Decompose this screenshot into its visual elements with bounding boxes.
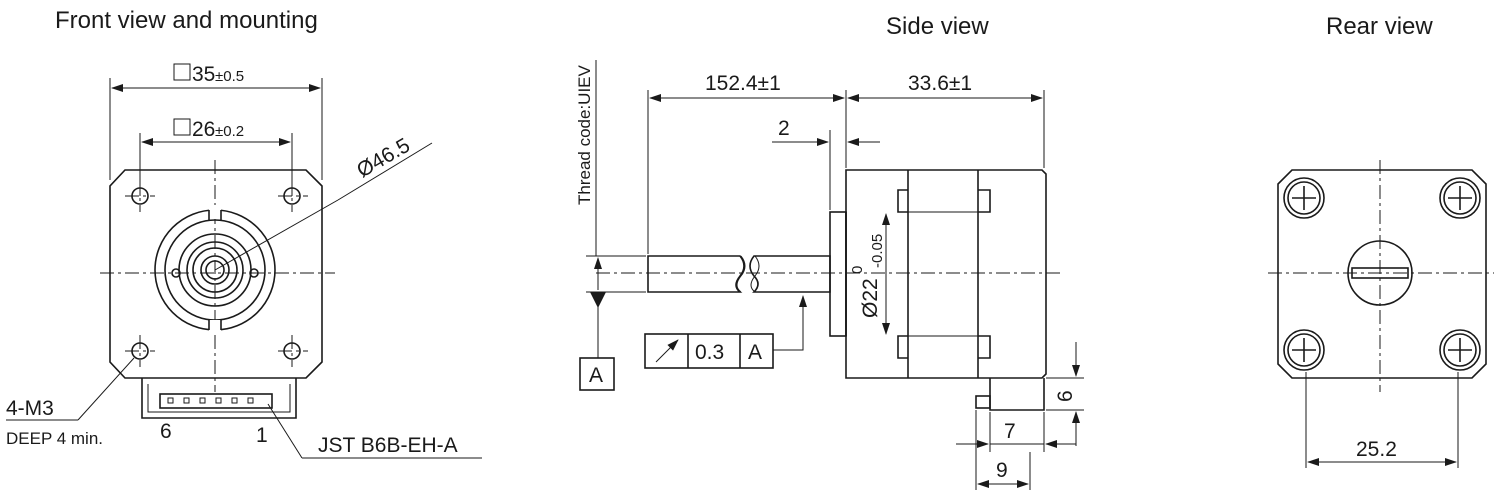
rear-screw-icon xyxy=(1439,177,1481,219)
front-view: Front view and mounting 35 ±0.5 26 ±0.2 xyxy=(6,7,482,459)
thread-code: Thread code:UIEV xyxy=(575,64,594,205)
bearing-inner xyxy=(192,247,238,293)
pin-left-label: 6 xyxy=(160,420,172,443)
rear-body-outline xyxy=(1277,169,1487,379)
shaft-outer xyxy=(200,255,230,285)
dim-screw-length: 152.4±1 xyxy=(705,72,781,95)
dim-body-length: 33.6±1 xyxy=(908,72,972,95)
bearing-middle xyxy=(186,241,244,299)
runout-arrow-icon xyxy=(655,339,679,363)
connector-housing xyxy=(141,378,297,419)
hole-label-2: DEEP 4 min. xyxy=(6,429,103,448)
rear-screw-icon xyxy=(1283,329,1325,371)
bearing-screw-icon xyxy=(171,268,181,278)
mounting-hole-icon xyxy=(283,187,301,205)
dim-inner-value: 26 xyxy=(192,118,215,141)
dim-connector-height: 6 xyxy=(1054,390,1077,402)
rear-shaft xyxy=(1347,240,1413,306)
dim-outer-tol: ±0.5 xyxy=(215,68,244,85)
rear-view: Rear view 25.2 xyxy=(1268,13,1494,468)
side-connector-latch xyxy=(975,395,991,409)
hole-label-1: 4-M3 xyxy=(6,397,54,420)
dim-pilot-tol-upper: 0 xyxy=(849,266,866,274)
bolt-circle-leader xyxy=(214,199,339,271)
connector-pins xyxy=(167,397,254,404)
rear-shaft-slot xyxy=(1351,267,1409,279)
tolerance-datum: A xyxy=(748,341,762,364)
datum-label: A xyxy=(589,364,603,387)
rear-screw-icon xyxy=(1439,329,1481,371)
datum-box xyxy=(579,357,615,391)
dim-inner-tol: ±0.2 xyxy=(215,123,244,140)
dim-bolt-circle: Ø46.5 xyxy=(353,134,414,183)
body-step xyxy=(897,335,908,359)
tolerance-frame xyxy=(644,333,774,369)
side-view-title: Side view xyxy=(886,13,989,40)
square-symbol-icon xyxy=(173,118,191,136)
pilot-boss xyxy=(829,211,847,337)
shaft-inner xyxy=(205,260,225,280)
motor-body xyxy=(845,169,1047,379)
hole-leader xyxy=(77,357,135,421)
pin-right-label: 1 xyxy=(256,424,268,447)
lead-screw-left xyxy=(647,255,745,293)
connector-socket xyxy=(159,393,273,409)
dim-pilot-tol-lower: -0.05 xyxy=(869,234,886,268)
side-connector xyxy=(989,378,1045,411)
dim-hole-spacing: 25.2 xyxy=(1356,438,1397,461)
tolerance-leader xyxy=(773,295,807,351)
front-view-title: Front view and mounting xyxy=(55,7,318,34)
datum-triangle-icon xyxy=(590,292,606,308)
rear-screw-icon xyxy=(1283,177,1325,219)
body-step xyxy=(978,335,991,359)
body-step xyxy=(978,189,991,213)
dim-outer-value: 35 xyxy=(192,63,215,86)
mounting-hole-icon xyxy=(131,187,149,205)
rear-view-title: Rear view xyxy=(1326,13,1433,40)
body-step xyxy=(897,189,908,213)
connector-leader xyxy=(267,403,303,459)
bolt-circle-leader xyxy=(337,142,433,201)
dim-connector-inner: 7 xyxy=(1004,420,1016,443)
mounting-hole-icon xyxy=(283,342,301,360)
dim-pilot-diameter: Ø22 xyxy=(859,278,882,318)
front-body-outline xyxy=(109,169,323,379)
tolerance-value: 0.3 xyxy=(695,341,724,364)
dim-flange: 2 xyxy=(778,117,790,140)
bearing-screw-icon xyxy=(249,268,259,278)
dim-connector-outer: 9 xyxy=(996,459,1008,482)
lead-screw-right xyxy=(749,255,831,293)
side-view: Side view Thread code:UIEV Ø22 0 -0.05 xyxy=(575,13,1084,490)
connector-housing-inner xyxy=(147,384,291,413)
mounting-hole-icon xyxy=(131,342,149,360)
square-symbol-icon xyxy=(173,63,191,81)
break-line xyxy=(750,255,760,293)
connector-label: JST B6B-EH-A xyxy=(318,434,458,457)
break-line xyxy=(736,255,746,293)
